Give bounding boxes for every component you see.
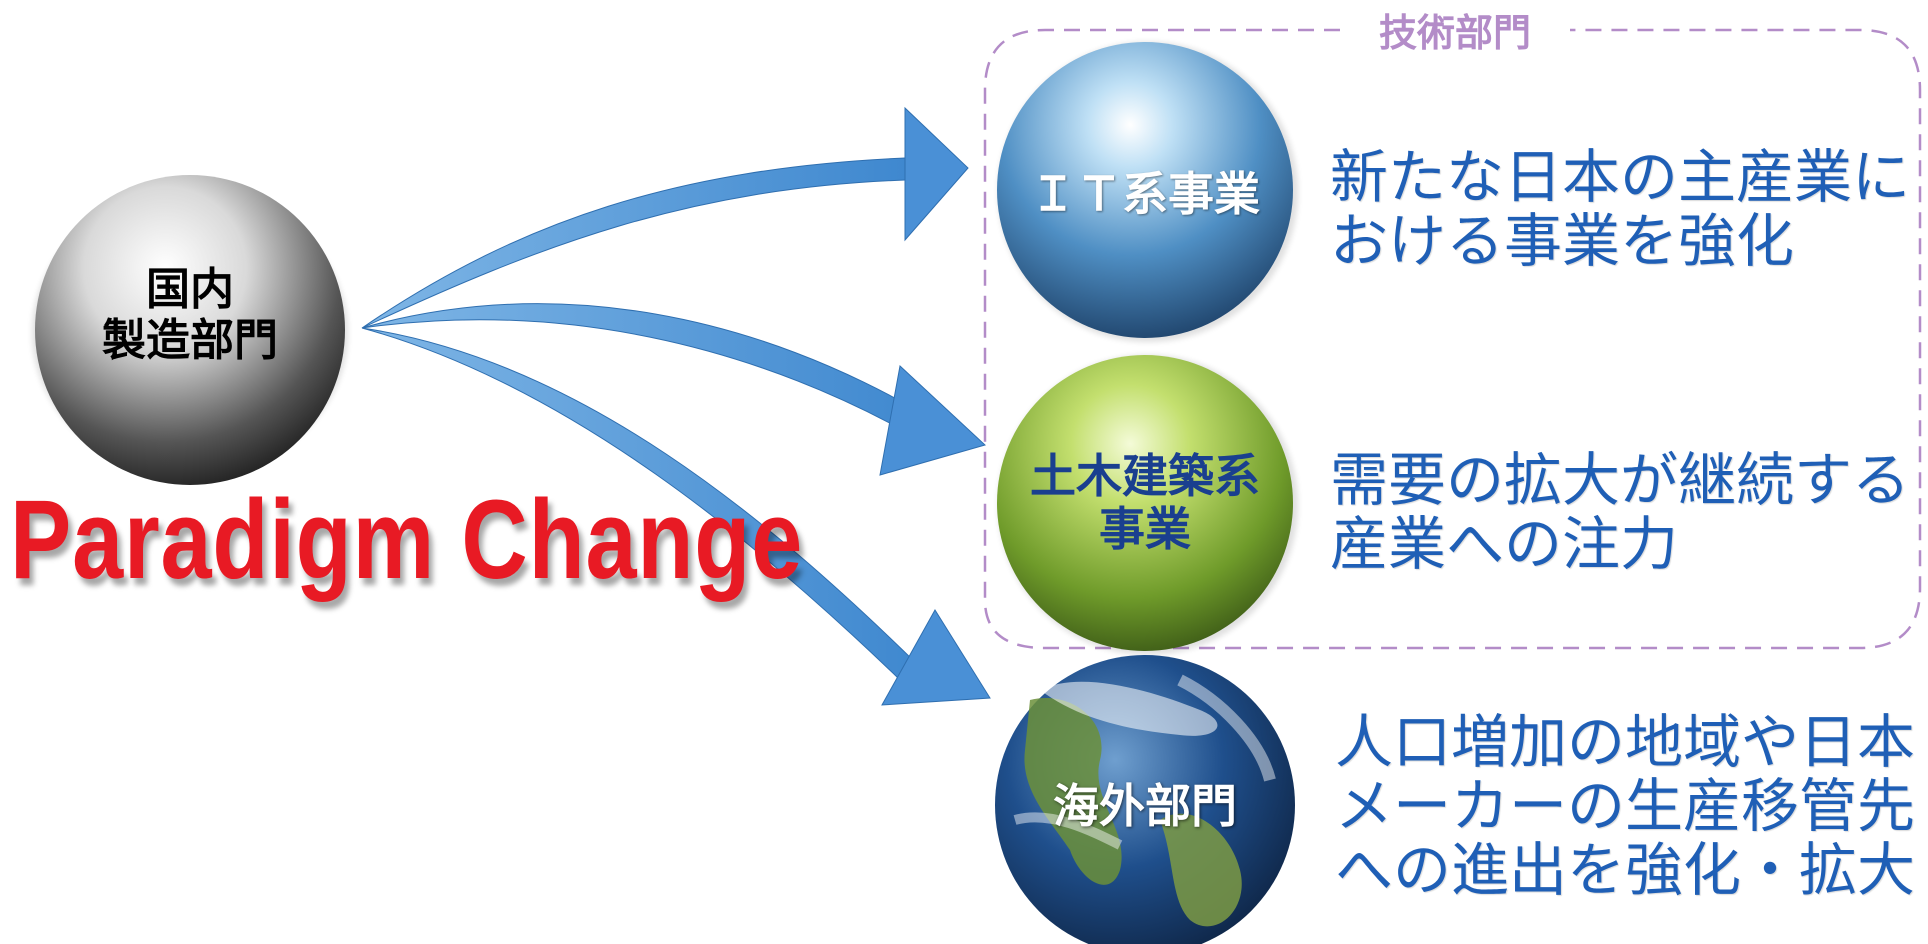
it-desc-line1: 新たな日本の主産業に bbox=[1330, 143, 1911, 211]
overseas-label: 海外部門 bbox=[995, 780, 1295, 833]
arrow-to-it bbox=[361, 106, 969, 329]
overseas-desc-line3: への進出を強化・拡大 bbox=[1335, 836, 1916, 904]
tech-group-border bbox=[983, 28, 1922, 650]
silver-sphere-icon bbox=[35, 175, 345, 485]
overseas-label-line1: 海外部門 bbox=[1053, 779, 1237, 833]
domestic-label-line1: 国内 bbox=[146, 264, 234, 315]
overseas-desc-line1: 人口増加の地域や日本 bbox=[1335, 708, 1916, 776]
green-sphere-icon bbox=[997, 355, 1293, 651]
tech-group-label: 技術部門 bbox=[1340, 2, 1570, 57]
paradigm-change-headline: Paradigm Change bbox=[10, 477, 804, 602]
earth-globe-icon bbox=[995, 655, 1295, 944]
civil-desc-line2: 産業への注力 bbox=[1330, 510, 1679, 578]
arrow-to-overseas bbox=[361, 327, 991, 706]
it-description: 新たな日本の主産業に おける事業を強化 bbox=[1330, 145, 1910, 273]
domestic-manufacturing-label: 国内 製造部門 bbox=[40, 264, 340, 366]
civil-description: 需要の拡大が継続する 産業への注力 bbox=[1330, 448, 1910, 576]
it-desc-line2: おける事業を強化 bbox=[1330, 207, 1795, 275]
it-business-label: ＩＴ系事業 bbox=[995, 168, 1295, 221]
blue-sphere-icon bbox=[997, 42, 1293, 338]
civil-desc-line1: 需要の拡大が継続する bbox=[1330, 446, 1911, 514]
civil-label-line2: 事業 bbox=[1099, 501, 1191, 556]
it-label-line1: ＩＴ系事業 bbox=[1030, 167, 1260, 221]
overseas-desc-line2: メーカーの生産移管先 bbox=[1335, 772, 1916, 840]
civil-label-line1: 土木建築系 bbox=[1030, 449, 1260, 503]
arrow-to-civil bbox=[361, 303, 986, 476]
domestic-label-line2: 製造部門 bbox=[102, 314, 278, 366]
overseas-description: 人口増加の地域や日本 メーカーの生産移管先 への進出を強化・拡大 bbox=[1335, 710, 1915, 902]
civil-engineering-label: 土木建築系 事業 bbox=[995, 450, 1295, 556]
